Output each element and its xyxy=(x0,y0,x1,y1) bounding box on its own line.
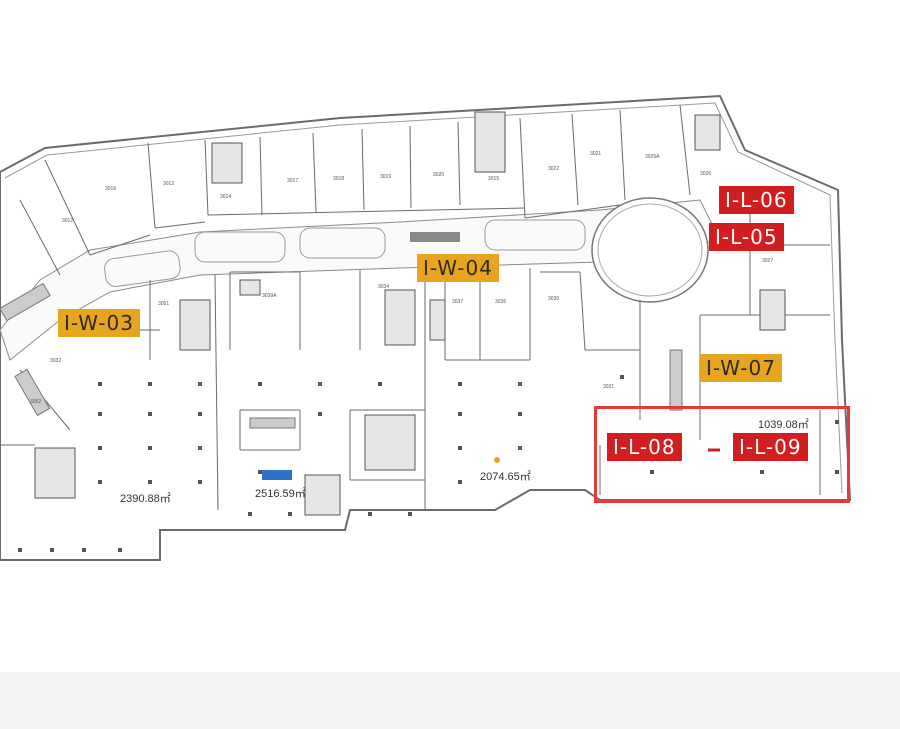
unit-labels: 3012 3013 3014 3015 3016 3017 3018 3019 … xyxy=(30,151,773,405)
unit-label: 3037 xyxy=(452,299,463,305)
info-marker xyxy=(494,457,500,463)
unit-label: 3018 xyxy=(333,176,344,182)
unit-label: 3021 xyxy=(590,151,601,157)
unit-label: 3030 xyxy=(548,296,559,302)
zone-tag-I-L-06[interactable]: I-L-06 xyxy=(719,186,794,214)
unit-label: 3013 xyxy=(163,181,174,187)
zone-tag-I-L-08[interactable]: I-L-08 xyxy=(607,433,682,461)
unit-label: 3012 xyxy=(62,218,73,224)
area-label-west: 2390.88㎡ xyxy=(120,492,171,505)
unit-label: 3022 xyxy=(548,166,559,172)
area-label-center: 2516.59㎡ xyxy=(255,487,306,500)
unit-label: 3032 xyxy=(50,358,61,364)
unit-label: 3014 xyxy=(220,194,231,200)
building-inner-outline xyxy=(4,102,843,494)
selection-highlight-box xyxy=(594,406,850,503)
unit-label: 3036 xyxy=(495,299,506,305)
unit-label: 3025A xyxy=(645,154,660,160)
structural-columns xyxy=(18,375,839,552)
area-label-highlighted: 1039.08㎡ xyxy=(758,418,809,431)
zone-tag-I-L-09[interactable]: I-L-09 xyxy=(733,433,808,461)
unit-label: 3039A xyxy=(262,293,277,299)
unit-label: 3026 xyxy=(700,171,711,177)
service-cores xyxy=(34,111,786,516)
unit-label: 3015 xyxy=(488,176,499,182)
unit-label: 3031 xyxy=(603,384,614,390)
unit-label: 3052 xyxy=(30,399,41,405)
zone-tag-I-W-03[interactable]: I-W-03 xyxy=(58,309,140,337)
upper-shop-walls xyxy=(19,104,691,276)
footer-band xyxy=(0,672,900,729)
unit-label: 3017 xyxy=(287,178,298,184)
unit-label: 3016 xyxy=(105,186,116,192)
unit-label: 3020 xyxy=(433,172,444,178)
unit-label: 3027 xyxy=(762,258,773,264)
zone-tag-I-W-07[interactable]: I-W-07 xyxy=(700,354,782,382)
unit-label: 3019 xyxy=(380,174,391,180)
escalators xyxy=(0,282,683,429)
unit-label: 3034 xyxy=(378,284,389,290)
zone-tag-I-L-05[interactable]: I-L-05 xyxy=(709,223,784,251)
area-label-east: 2074.65㎡ xyxy=(480,470,531,483)
atrium xyxy=(591,197,709,303)
anchor-sign xyxy=(262,470,292,480)
unit-label: 3051 xyxy=(158,301,169,307)
zone-tag-I-W-04[interactable]: I-W-04 xyxy=(417,254,499,282)
